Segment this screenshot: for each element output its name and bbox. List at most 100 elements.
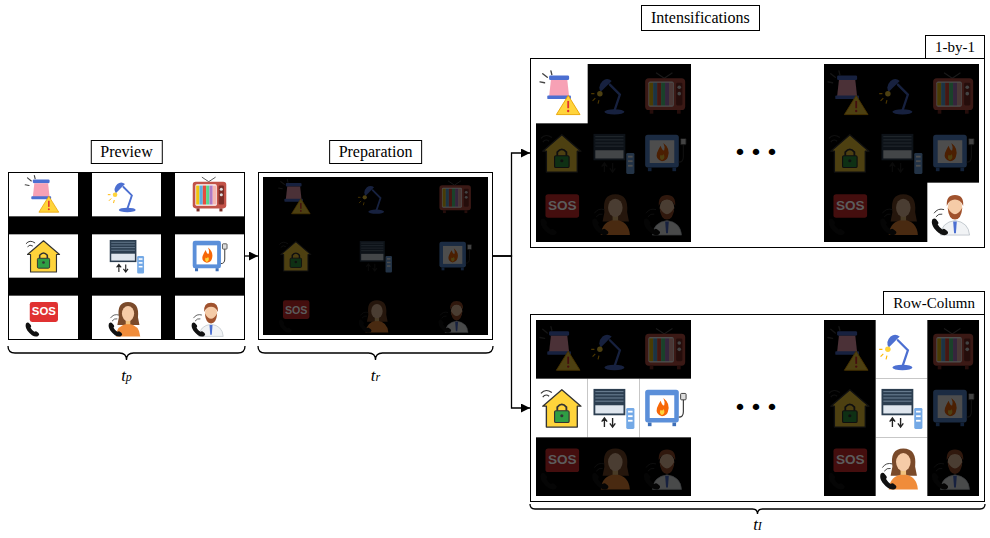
- icon-part: [937, 83, 941, 106]
- icon-part: [360, 312, 368, 318]
- icon-part: [555, 156, 570, 168]
- icon-part: [648, 81, 673, 106]
- icon-part: [936, 423, 940, 427]
- icon-part: [945, 83, 949, 106]
- icon-part: [916, 156, 921, 158]
- icon-part: [882, 209, 892, 217]
- icon-part: [110, 315, 118, 321]
- icon-part: [220, 193, 223, 196]
- icon-part: [845, 149, 854, 155]
- device-icon: [192, 303, 224, 337]
- icon-part: [595, 146, 623, 147]
- icon-part: [450, 301, 463, 310]
- icon-part: [945, 143, 957, 161]
- icon-part: [295, 261, 298, 264]
- icon-tile: [9, 234, 78, 277]
- icon-part: [880, 218, 896, 235]
- icon-part: [933, 135, 967, 168]
- icon-part: [953, 338, 957, 361]
- icon-part: [443, 189, 446, 207]
- icon-part: [216, 268, 219, 271]
- icon-part: [286, 183, 302, 187]
- icon-part: [933, 334, 973, 366]
- icon-text: SOS: [836, 199, 865, 213]
- icon-part: [556, 351, 580, 370]
- icon-part: [111, 242, 135, 243]
- icon-part: [646, 463, 656, 471]
- device-icon: [279, 242, 310, 271]
- icon-part: [665, 221, 669, 233]
- icon-part: [829, 135, 840, 142]
- flow-arrow: [493, 153, 530, 256]
- icon-part: [941, 338, 945, 361]
- icon-part: [945, 338, 949, 361]
- device-icon: [359, 300, 389, 332]
- icon-part: [222, 244, 227, 249]
- icon-part: [597, 91, 602, 96]
- icon-text: SOS: [548, 454, 577, 468]
- icon-part: [957, 338, 961, 361]
- device-icon: [540, 327, 580, 371]
- device-icon: [645, 135, 686, 171]
- icon-part: [111, 244, 135, 245]
- device-icon: [193, 241, 227, 272]
- icon-part: [648, 337, 673, 362]
- icon-part: [965, 85, 969, 89]
- icon-part: [669, 83, 673, 106]
- icon-part: [916, 165, 921, 167]
- device-icon: [933, 135, 974, 171]
- icon-part: [932, 473, 948, 490]
- device-icon: [592, 448, 630, 489]
- icon-part: [466, 250, 470, 264]
- icon-part: [932, 218, 948, 235]
- icon-part: [837, 75, 857, 80]
- icon-part: [139, 262, 143, 264]
- icon-tile: [876, 379, 928, 438]
- icon-part: [442, 267, 445, 270]
- row-column-panel: Row-Column•••SOSSOS: [530, 314, 985, 502]
- icon-part: [443, 210, 446, 213]
- device-icon: [541, 135, 581, 172]
- icon-part: [628, 411, 633, 413]
- device-icon: [644, 195, 682, 235]
- icon-part: [202, 248, 212, 263]
- device-icon: [109, 302, 141, 336]
- icon-part: [193, 315, 201, 321]
- icon-part: [679, 400, 684, 417]
- icon-part: [597, 347, 602, 352]
- icon-part: [602, 418, 616, 427]
- icon-part: [219, 208, 222, 211]
- icon-part: [837, 331, 857, 336]
- icon-tile: [175, 173, 244, 216]
- time-label: tI: [753, 516, 762, 535]
- device-icon: [879, 335, 912, 370]
- icon-part: [883, 394, 911, 395]
- icon-part: [446, 189, 449, 207]
- icon-part: [934, 209, 944, 217]
- icon-part: [855, 101, 857, 108]
- icon-part: [602, 163, 616, 172]
- icon-part: [660, 409, 664, 415]
- device-icon: [438, 301, 468, 333]
- icon-part: [109, 322, 123, 336]
- icon-part: [661, 83, 665, 106]
- icon-part: [937, 338, 941, 361]
- icon-part: [110, 240, 137, 262]
- icon-part: [387, 258, 391, 259]
- icon-part: [593, 134, 625, 160]
- grid-ground: [824, 320, 979, 496]
- icon-part: [292, 253, 299, 258]
- icon-part: [650, 110, 654, 114]
- icon-part: [644, 218, 660, 235]
- icon-part: [669, 338, 673, 361]
- icon-part: [679, 145, 684, 162]
- icon-tile: [175, 234, 244, 277]
- icon-part: [464, 189, 469, 207]
- icon-part: [657, 143, 669, 161]
- icon-part: [193, 241, 221, 268]
- icon-part: [560, 414, 563, 417]
- icon-part: [626, 153, 634, 174]
- icon-part: [916, 160, 921, 162]
- icon-part: [883, 405, 911, 413]
- icon-part: [567, 101, 569, 108]
